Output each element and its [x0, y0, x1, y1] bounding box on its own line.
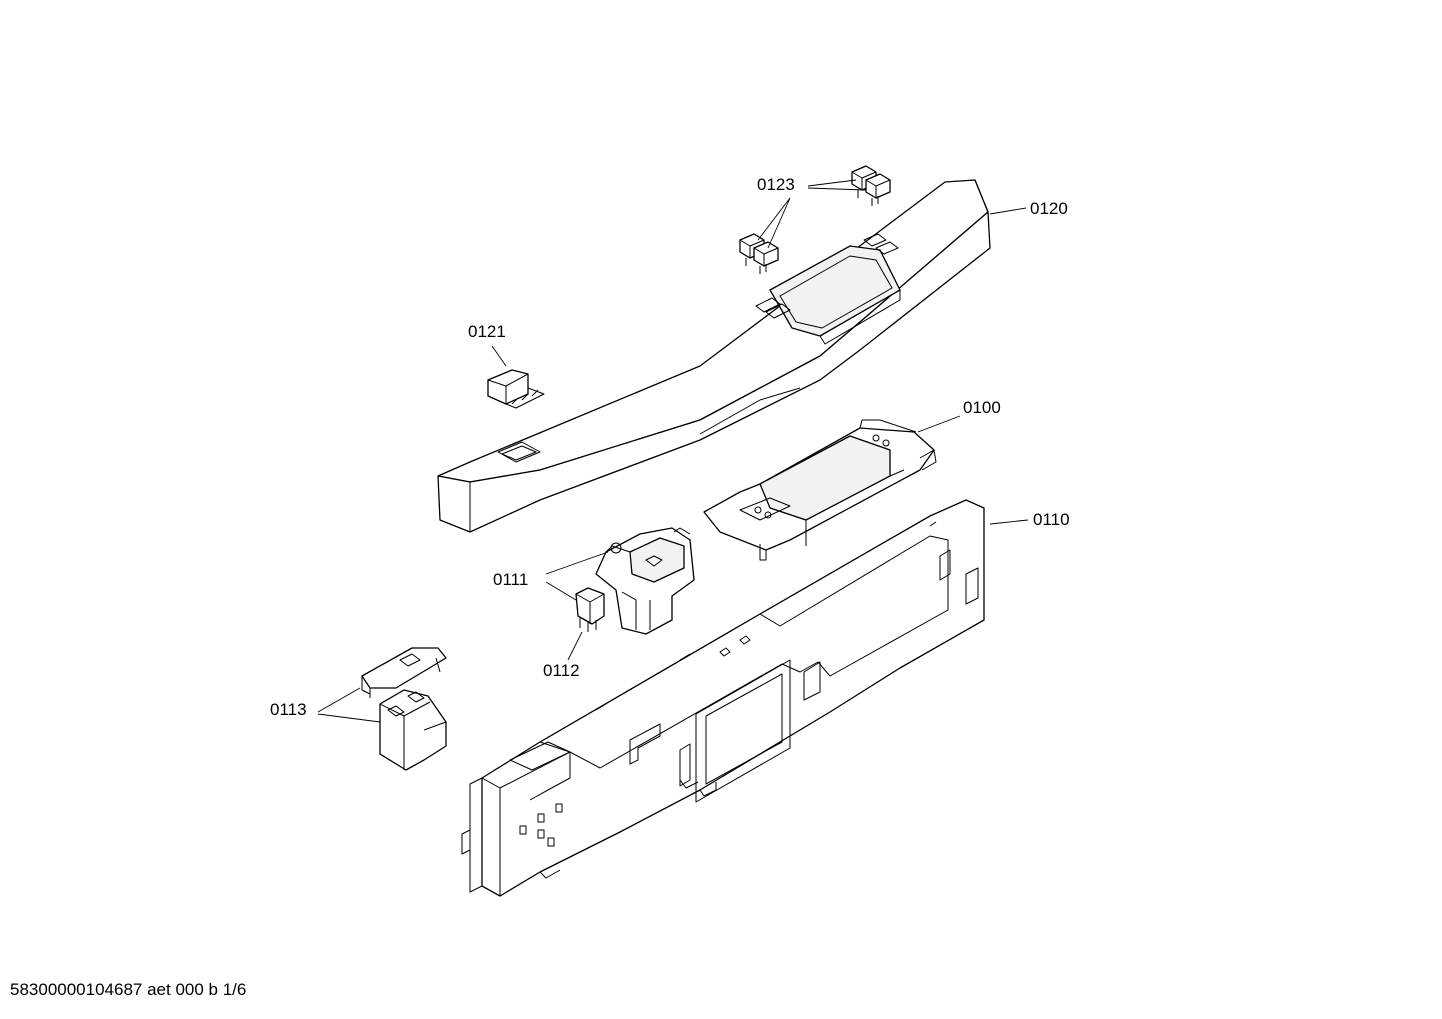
- callout-0120: 0120: [1030, 199, 1068, 218]
- callout-0123: 0123: [757, 175, 795, 194]
- part-0123-buttons: [739, 165, 891, 274]
- callout-0110: 0110: [1033, 510, 1070, 529]
- callout-0100: 0100: [963, 398, 1001, 417]
- part-0113-connector: [361, 647, 447, 771]
- callout-0121: 0121: [468, 322, 506, 341]
- part-0110-frame: [461, 499, 985, 897]
- callout-0111: 0111: [493, 570, 528, 589]
- part-0100-module: [703, 419, 937, 561]
- callout-0113: 0113: [270, 700, 307, 719]
- callout-0112: 0112: [543, 661, 580, 680]
- document-id: 58300000104687 aet 000 b 1/6: [10, 980, 247, 999]
- leader-lines: [317, 179, 1029, 723]
- part-0120-fascia: [437, 179, 991, 533]
- part-0111-switch: [595, 527, 695, 635]
- part-0121-cap: [487, 369, 545, 409]
- part-0112-microswitch: [575, 587, 605, 632]
